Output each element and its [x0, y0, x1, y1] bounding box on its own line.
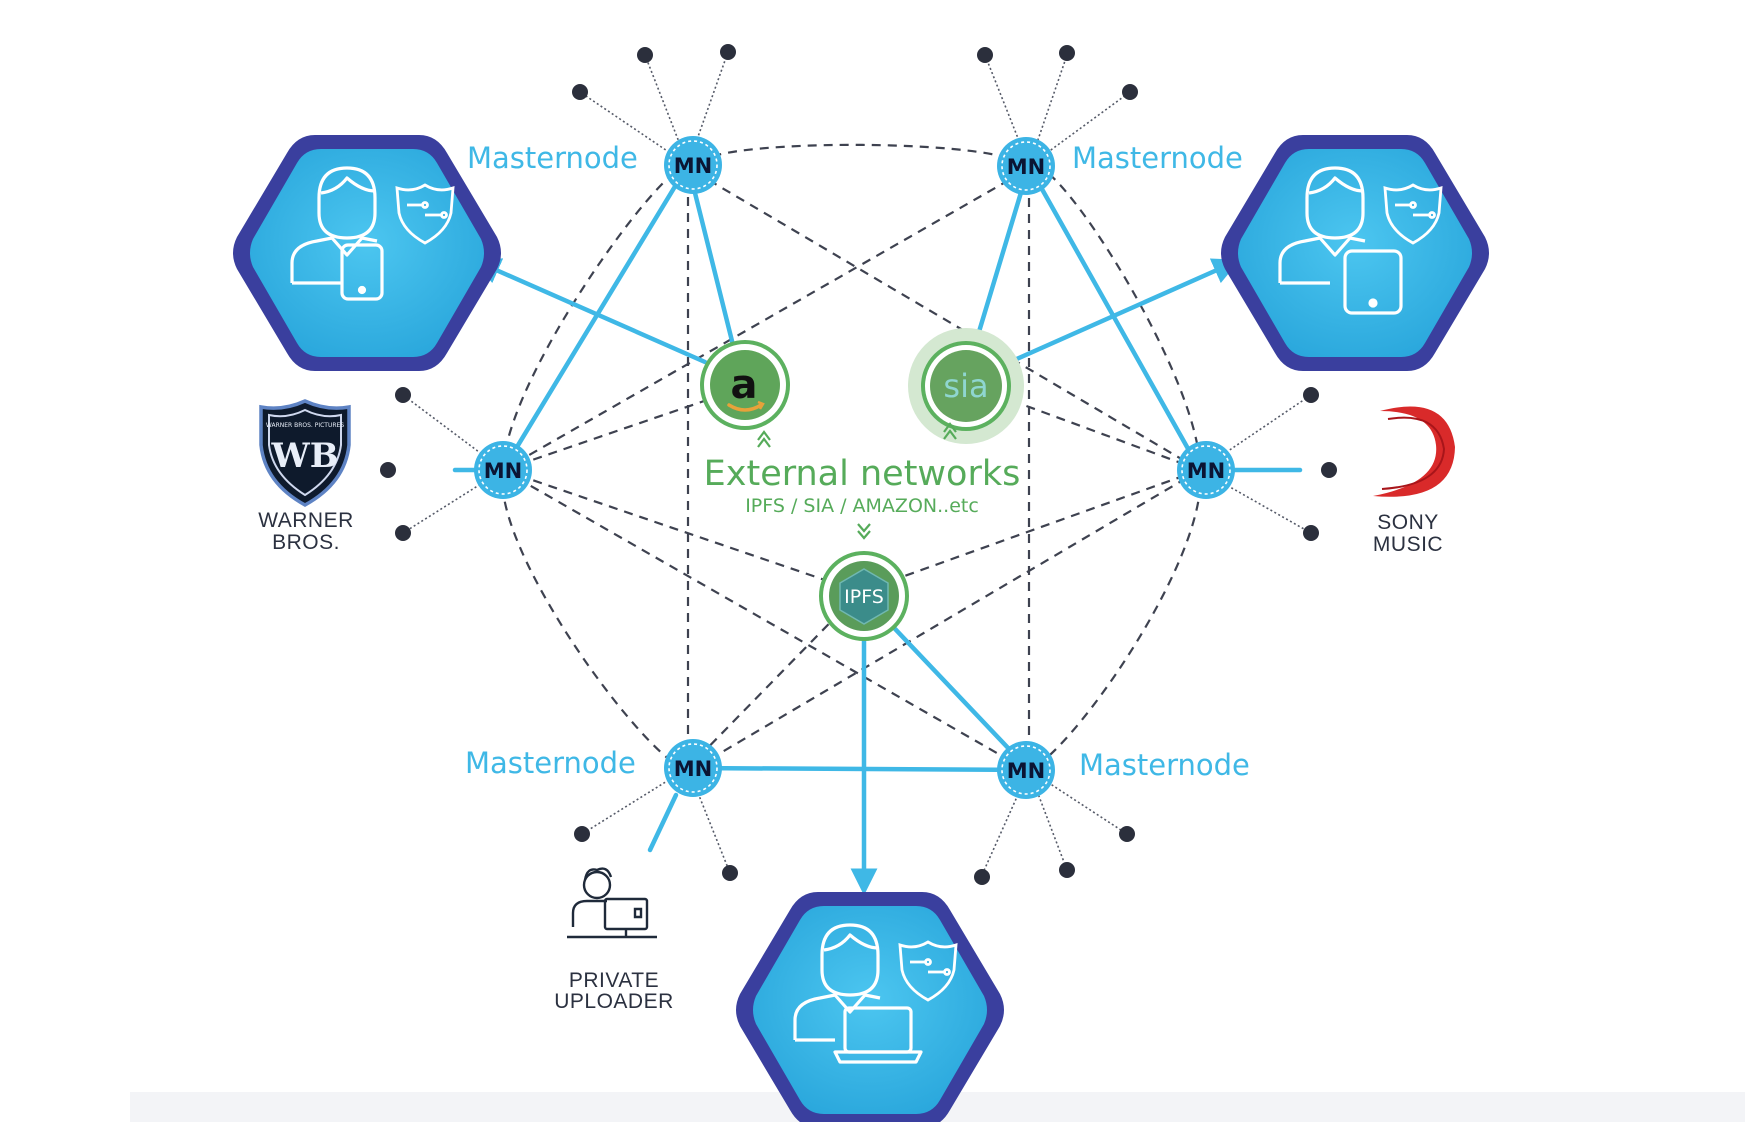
- shield-circuit-icon: [1383, 183, 1443, 245]
- user-icon: [290, 166, 378, 285]
- masternode-label-bottom-left: Masternode: [465, 746, 636, 780]
- amazon-smile-icon: [727, 403, 763, 412]
- sony-music-label-line1: SONY: [1377, 511, 1439, 534]
- masternode-top-left[interactable]: MN: [664, 136, 722, 194]
- shield-circuit-icon: [898, 940, 958, 1002]
- sony-music-logo: [1373, 406, 1455, 497]
- peer-dots: [380, 44, 1337, 885]
- masternode-middle-left[interactable]: MN: [474, 441, 532, 499]
- sony-music-label-line2: MUSIC: [1373, 533, 1443, 556]
- external-networks-title: External networks: [704, 454, 1021, 494]
- user-icon: [1278, 166, 1366, 285]
- masternode-bottom-right[interactable]: MN: [997, 741, 1055, 799]
- mn-badge: MN: [674, 154, 712, 178]
- private-uploader-label-line1: PRIVATE: [569, 969, 659, 992]
- chevron-icons: [757, 422, 957, 540]
- mn-badge: MN: [1007, 155, 1045, 179]
- shield-circuit-icon: [395, 183, 455, 245]
- masternode-label-top-right: Masternode: [1072, 141, 1243, 175]
- external-networks-subtitle: IPFS / SIA / AMAZON..etc: [745, 495, 979, 517]
- sia-node[interactable]: sia: [908, 328, 1024, 444]
- masternode-top-right[interactable]: MN: [997, 137, 1055, 195]
- ipfs-node[interactable]: IPFS: [819, 551, 909, 641]
- amazon-node[interactable]: a: [700, 340, 790, 430]
- tablet-icon: [1343, 249, 1403, 315]
- masternode-bottom-left[interactable]: MN: [664, 739, 722, 797]
- tablet-icon: [340, 243, 384, 301]
- mn-badge: MN: [1187, 459, 1225, 483]
- masternode-label-top-left: Masternode: [467, 141, 638, 175]
- warner-bros-logo: WB WARNER BROS. PICTURES: [259, 399, 351, 507]
- mn-badge: MN: [1007, 759, 1045, 783]
- mn-badge: MN: [484, 459, 522, 483]
- mn-badge: MN: [674, 757, 712, 781]
- user-hexagon-bottom: [736, 892, 1004, 1122]
- user-hexagon-top-left: [233, 135, 501, 371]
- warner-bros-label-line2: BROS.: [272, 531, 340, 554]
- sia-logo: sia: [943, 367, 988, 405]
- private-uploader-icon: [567, 867, 657, 939]
- warner-shield-arc: WARNER BROS. PICTURES: [266, 422, 344, 429]
- warner-bros-label-line1: WARNER: [258, 509, 354, 532]
- laptop-icon: [833, 1006, 923, 1064]
- warner-shield-letters: WB: [271, 436, 339, 476]
- private-uploader-label-line2: UPLOADER: [554, 990, 674, 1013]
- masternode-label-bottom-right: Masternode: [1079, 748, 1250, 782]
- user-icon: [793, 923, 881, 1042]
- ipfs-logo: IPFS: [844, 586, 884, 608]
- solid-links: [452, 162, 1303, 896]
- amazon-logo-glyph: a: [731, 362, 758, 408]
- user-hexagon-top-right: [1221, 135, 1489, 371]
- masternode-middle-right[interactable]: MN: [1177, 441, 1235, 499]
- ipfs-cube-icon: [839, 568, 889, 625]
